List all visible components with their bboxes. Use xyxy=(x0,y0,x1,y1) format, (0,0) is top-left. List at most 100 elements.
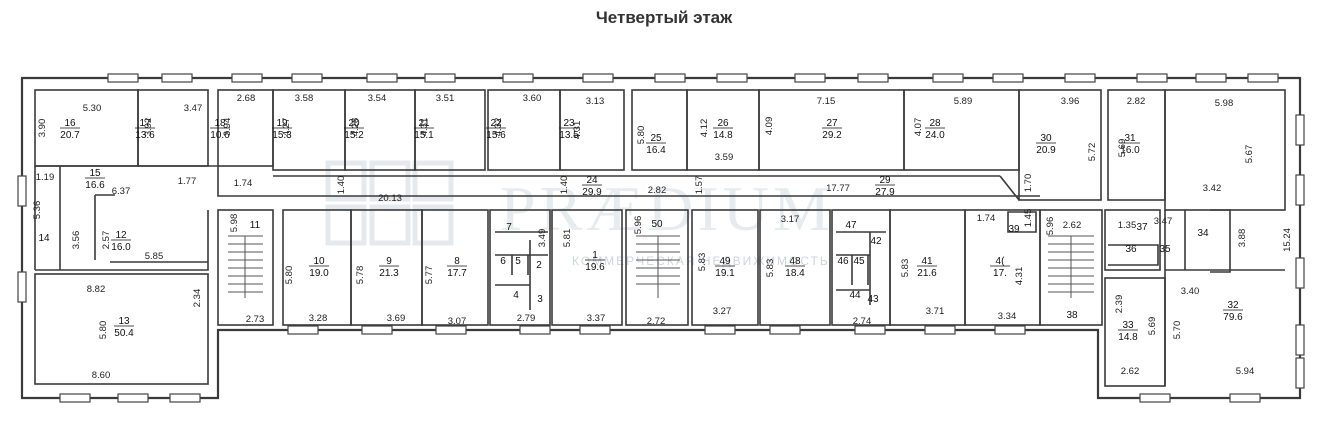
dimension-label: 5.78 xyxy=(355,266,366,285)
room-area: 16.6 xyxy=(85,180,105,191)
dimension-label: 5.81 xyxy=(562,229,573,248)
space-label: 37 xyxy=(1136,222,1148,233)
dimension-label: 3.27 xyxy=(713,306,732,317)
room-area: 20.7 xyxy=(60,130,80,141)
room-number: 49 xyxy=(719,256,731,267)
dimension-label: 2.82 xyxy=(648,185,667,196)
room-number: 9 xyxy=(386,256,392,267)
dimension-label: 5.94 xyxy=(1236,366,1255,377)
room-number: 17 xyxy=(139,118,151,129)
dimension-label: 5.36 xyxy=(32,201,43,220)
dimension-label: 1.70 xyxy=(1023,174,1034,193)
dimension-label: 3.37 xyxy=(587,313,606,324)
dimension-label: 5.96 xyxy=(1045,217,1056,236)
dimension-label: 5.69 xyxy=(1117,139,1128,158)
room-area: 24.0 xyxy=(925,130,945,141)
dimension-label: 5.96 xyxy=(633,216,644,235)
room-number: 1 xyxy=(592,250,598,261)
dimension-label: 4.31 xyxy=(1014,267,1025,286)
dimension-label: 1.40 xyxy=(336,176,347,195)
room-number: 15 xyxy=(89,168,101,179)
space-label: 36 xyxy=(1125,244,1137,255)
space-label: 7 xyxy=(506,222,512,233)
room-number: 19 xyxy=(276,118,288,129)
room-number: 27 xyxy=(826,118,838,129)
dimension-label: 3.51 xyxy=(436,93,455,104)
room-area: 18.4 xyxy=(785,268,805,279)
dimension-label: 1.74 xyxy=(977,213,996,224)
room-area: 79.6 xyxy=(1223,312,1243,323)
space-label: 50 xyxy=(651,219,663,230)
dimension-label: 3.13 xyxy=(586,96,605,107)
dimension-label: 20.13 xyxy=(378,193,402,204)
space-label: 6 xyxy=(500,256,506,267)
space-label: 4 xyxy=(513,290,519,301)
dimension-label: 3.92 xyxy=(143,118,154,137)
dimension-label: 4.28 xyxy=(350,118,361,137)
dimension-label: 5.80 xyxy=(636,126,647,145)
dimension-label: 1.35 xyxy=(1118,220,1137,231)
dimension-label: 3.58 xyxy=(295,93,314,104)
room-area: 27.9 xyxy=(875,187,895,198)
room-area: 10.6 xyxy=(210,130,230,141)
space-label: 11 xyxy=(250,220,261,231)
dimension-label: 3.34 xyxy=(998,311,1017,322)
room-area: 15.1 xyxy=(414,130,434,141)
space-label: 35 xyxy=(1159,244,1171,255)
room-area: 16.0 xyxy=(111,242,131,253)
room-area: 19.1 xyxy=(715,268,735,279)
space-label: 47 xyxy=(845,220,857,231)
dimension-label: 3.59 xyxy=(715,152,734,163)
dimension-label: 4.31 xyxy=(419,118,430,137)
dimension-label: 15.24 xyxy=(1282,228,1293,252)
dimension-label: 5.98 xyxy=(229,214,240,233)
dimension-label: 2.79 xyxy=(517,313,536,324)
dimension-label: 5.67 xyxy=(1244,145,1255,164)
dimension-label: 2.82 xyxy=(1127,96,1146,107)
dimension-label: 1.45 xyxy=(1023,209,1034,228)
dimension-label: 8.60 xyxy=(92,370,111,381)
dimension-label: 17.77 xyxy=(826,183,850,194)
room-area: 16.4 xyxy=(646,145,666,156)
room-number: 22 xyxy=(490,118,502,129)
dimension-label: 3.47 xyxy=(1154,216,1173,227)
dimension-label: 4.12 xyxy=(699,119,710,138)
dimension-label: 4.32 xyxy=(493,118,504,137)
dimension-label: 2.62 xyxy=(1063,220,1082,231)
watermark: PRÆDIUM КОММЕРЧЕСКАЯ НЕДВИЖИМОСТЬ xyxy=(325,160,830,268)
room-number: 29 xyxy=(879,175,891,186)
dimension-label: 1.40 xyxy=(559,176,570,195)
dimension-label: 3.71 xyxy=(926,306,945,317)
room-number: 13 xyxy=(118,316,130,327)
room-area: 19.6 xyxy=(585,262,605,273)
dimension-label: 2.57 xyxy=(101,231,112,250)
room-number: 28 xyxy=(929,118,941,129)
space-label: 3 xyxy=(537,294,543,305)
dimension-label: 5.72 xyxy=(1087,143,1098,162)
room-area: 21.6 xyxy=(917,268,937,279)
watermark-tagline: КОММЕРЧЕСКАЯ НЕДВИЖИМОСТЬ xyxy=(572,254,830,268)
room-number: 41 xyxy=(921,256,933,267)
dimension-label: 2.34 xyxy=(192,289,203,308)
dimension-label: 3.17 xyxy=(781,214,800,225)
dimension-label: 3.96 xyxy=(1061,96,1080,107)
room-area: 29.9 xyxy=(582,187,602,198)
room-number: 26 xyxy=(717,118,729,129)
room-area: 14.8 xyxy=(1118,332,1138,343)
space-label: 44 xyxy=(849,290,861,301)
room-number: 10 xyxy=(313,256,325,267)
dimension-label: 2.62 xyxy=(1121,366,1140,377)
dimension-label: 5.83 xyxy=(697,253,708,272)
dimension-label: 2.74 xyxy=(853,316,872,327)
room-number: 25 xyxy=(650,133,662,144)
dimension-label: 8.82 xyxy=(87,284,106,295)
room-number: 31 xyxy=(1124,133,1136,144)
room-number: 12 xyxy=(115,230,127,241)
dimension-label: 1.19 xyxy=(36,172,55,183)
space-label: 2 xyxy=(536,260,542,271)
room-area: 13.6 xyxy=(135,130,155,141)
room-number: 33 xyxy=(1122,320,1134,331)
space-label: 5 xyxy=(515,256,521,267)
